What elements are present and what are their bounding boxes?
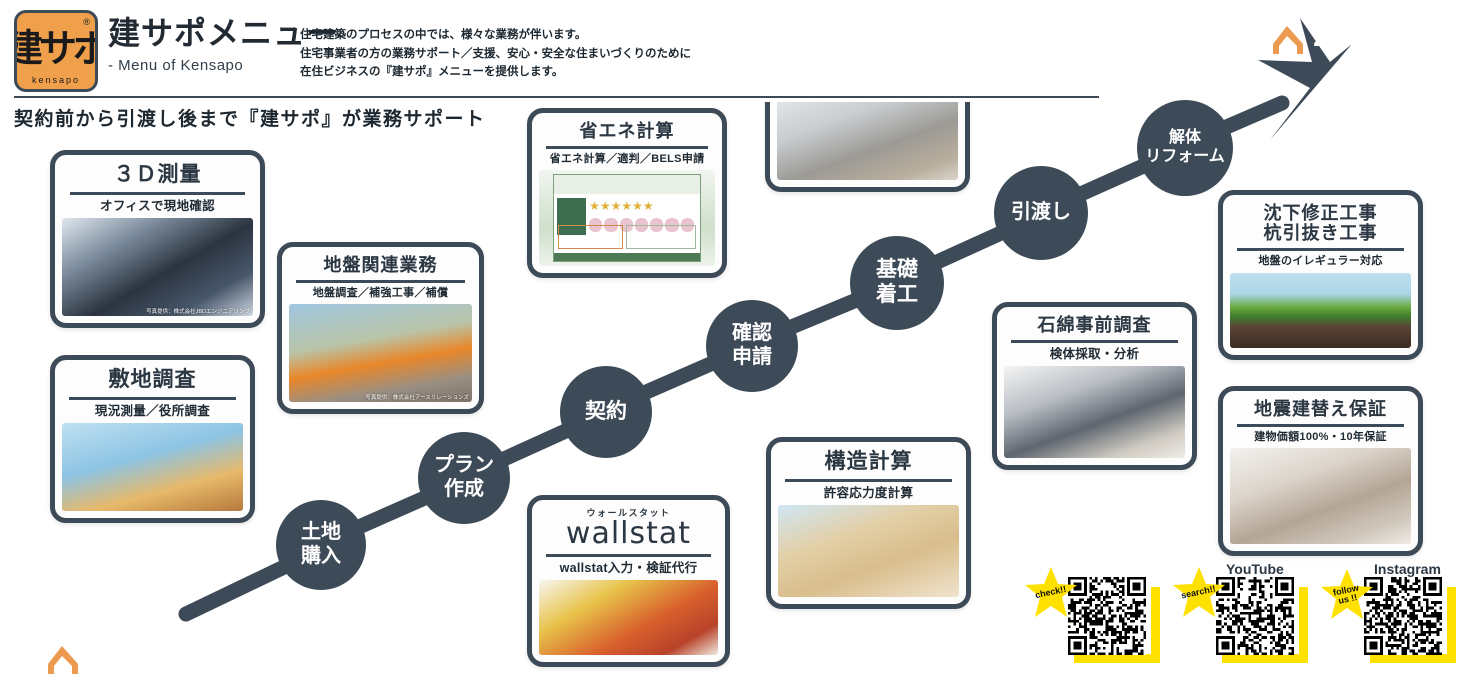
bels-label-header: [554, 175, 700, 195]
card-divider: [1237, 248, 1404, 252]
card-photo-asbestos-mask: [1004, 366, 1185, 458]
card-photo-bels-label: ★★★★★★: [539, 170, 715, 266]
tagline: 契約前から引渡し後まで『建サポ』が業務サポート: [14, 109, 486, 130]
card-divider: [69, 191, 246, 195]
bels-label-mock: ★★★★★★: [553, 174, 701, 263]
card-title: 沈下修正工事 杭引抜き工事: [1263, 203, 1378, 244]
card-photo-ground-houses: [1230, 272, 1411, 348]
page-subtitle: - Menu of Kensapo: [108, 57, 244, 75]
qr-platform-label-instagram: Instagram: [1374, 561, 1441, 577]
header-divider: [14, 96, 1099, 98]
card-subtitle: wallstat入力・検証代行: [559, 561, 698, 575]
card-subtitle: 建物価額100%・10年保証: [1254, 431, 1387, 444]
kensapo-logo-romaji: kensapo: [31, 75, 81, 85]
card-photo-wallstat-model: [539, 580, 718, 655]
card-title: 省エネ計算: [579, 121, 675, 141]
house-roof-icon: [1253, 18, 1307, 56]
card-title: ３Ｄ測量: [113, 163, 202, 186]
bels-label-numbers: [589, 218, 695, 232]
card-subtitle: 検体採取・分析: [1049, 347, 1140, 362]
title-block: 建サポメニュー - Menu of Kensapo: [108, 15, 340, 75]
qr-bracket: [1370, 587, 1456, 663]
bels-label-stars: ★★★★★★: [589, 199, 654, 214]
house-roof-icon: [28, 638, 82, 676]
card-title-ruby: ウォールスタット: [586, 508, 671, 518]
qr-code-youtube[interactable]: [1216, 577, 1294, 655]
card-title: 敷地調査: [108, 368, 197, 391]
card-divider: [1011, 340, 1178, 344]
card-title: wallstat: [565, 516, 692, 551]
card-photo-3d-scanner: 写真提供：株式会社JBDエンジニアリング: [62, 217, 253, 316]
bels-label-left-block: [556, 197, 587, 236]
bels-label-footer: [554, 252, 700, 262]
card-wallstat[interactable]: ウォールスタット wallstat wallstat入力・検証代行: [527, 495, 730, 667]
card-title: 地盤関連業務: [323, 255, 438, 275]
card-divider: [296, 280, 465, 284]
card-subtitle: 省エネ計算／適判／BELS申請: [549, 153, 705, 166]
card-3d-survey[interactable]: ３Ｄ測量 オフィスで現地確認 写真提供：株式会社JBDエンジニアリング: [50, 150, 265, 328]
card-asbestos-survey[interactable]: 石綿事前調査 検体採取・分析: [992, 302, 1197, 470]
flow-node-demolition-reform[interactable]: 解体 リフォーム: [1137, 100, 1233, 196]
card-photo-ground-drill: 写真提供：株式会社アースリレーションズ: [289, 304, 472, 402]
qr-platform-label-youtube: YouTube: [1226, 561, 1284, 577]
card-photo-timber-frame: [778, 504, 959, 597]
page-title: 建サポメニュー: [108, 15, 340, 51]
qr-bracket: [1074, 587, 1160, 663]
flow-node-contract[interactable]: 契約: [560, 366, 652, 458]
card-title: 地震建替え保証: [1254, 399, 1387, 419]
bels-label-check-box: [625, 225, 696, 250]
header-description: 住宅建築のプロセスの中では、様々な業務が伴います。 住宅事業者の方の業務サポート…: [300, 29, 691, 79]
qr-bracket: [1222, 587, 1308, 663]
photo-credit: 写真提供：株式会社JBDエンジニアリング: [146, 309, 250, 315]
card-title: 構造計算: [824, 450, 913, 473]
card-photo-house-model-meeting: [1230, 448, 1411, 544]
card-subsidence-repair[interactable]: 沈下修正工事 杭引抜き工事 地盤のイレギュラー対応: [1218, 190, 1423, 360]
card-subtitle: 許容応力度計算: [823, 485, 914, 500]
card-divider: [546, 146, 708, 150]
card-title: 石綿事前調査: [1037, 315, 1152, 335]
card-energy-saving[interactable]: 省エネ計算 省エネ計算／適判／BELS申請 ★★★★★★: [527, 108, 727, 278]
qr-section: check!! search!! YouTube follow us !!: [1020, 561, 1460, 695]
photo-credit: 写真提供：株式会社アースリレーションズ: [365, 395, 469, 401]
bels-label-cost-box: [558, 225, 623, 250]
flow-node-confirmation-application[interactable]: 確認 申請: [706, 300, 798, 392]
card-ground-works[interactable]: 地盤関連業務 地盤調査／補強工事／補償 写真提供：株式会社アースリレーションズ: [277, 242, 484, 414]
card-subtitle: 現況測量／役所調査: [94, 403, 211, 418]
card-subtitle: 地盤のイレギュラー対応: [1258, 255, 1383, 268]
card-divider: [785, 478, 952, 482]
kensapo-logo-kanji: 建サポ: [17, 26, 95, 71]
card-divider: [546, 554, 711, 557]
qr-star-badge: search!!: [1170, 565, 1228, 621]
card-divider: [1237, 424, 1404, 428]
qr-code-instagram[interactable]: [1364, 577, 1442, 655]
flow-node-foundation-start[interactable]: 基礎 着工: [850, 236, 944, 330]
card-quake-rebuild[interactable]: 地震建替え保証 建物価額100%・10年保証: [1218, 386, 1423, 556]
card-subtitle: オフィスで現地確認: [100, 198, 215, 213]
zaiju-biz-wordmark: ZAIJU BIZ®: [88, 641, 225, 672]
card-subtitle: 地盤調査／補強工事／補償: [312, 287, 449, 300]
card-structural-calc[interactable]: 構造計算 許容応力度計算: [766, 437, 971, 609]
zaiju-biz-logo-bottom: ZAIJU BIZ®: [28, 638, 225, 676]
flow-node-land-purchase[interactable]: 土地 購入: [276, 500, 366, 590]
card-divider: [69, 396, 236, 400]
kensapo-logo-registered: ®: [83, 17, 90, 27]
flow-node-plan-creation[interactable]: プラン 作成: [418, 432, 510, 524]
zaiju-biz-logo-top: ZAIJU BIZ®: [1253, 18, 1450, 56]
zaiju-biz-wordmark: ZAIJU BIZ®: [1313, 21, 1450, 52]
qr-star-badge: follow us !!: [1318, 567, 1376, 623]
flow-node-handover[interactable]: 引渡し: [994, 166, 1088, 260]
qr-code-website[interactable]: [1068, 577, 1146, 655]
qr-star-badge: check!!: [1022, 565, 1080, 621]
arrow-head-icon: [1258, 18, 1352, 140]
card-photo-site-survey: [62, 422, 243, 511]
card-site-survey[interactable]: 敷地調査 現況測量／役所調査: [50, 355, 255, 523]
header: ® 建サポ kensapo 建サポメニュー - Menu of Kensapo …: [0, 0, 1140, 102]
kensapo-logo: ® 建サポ kensapo: [14, 10, 98, 92]
